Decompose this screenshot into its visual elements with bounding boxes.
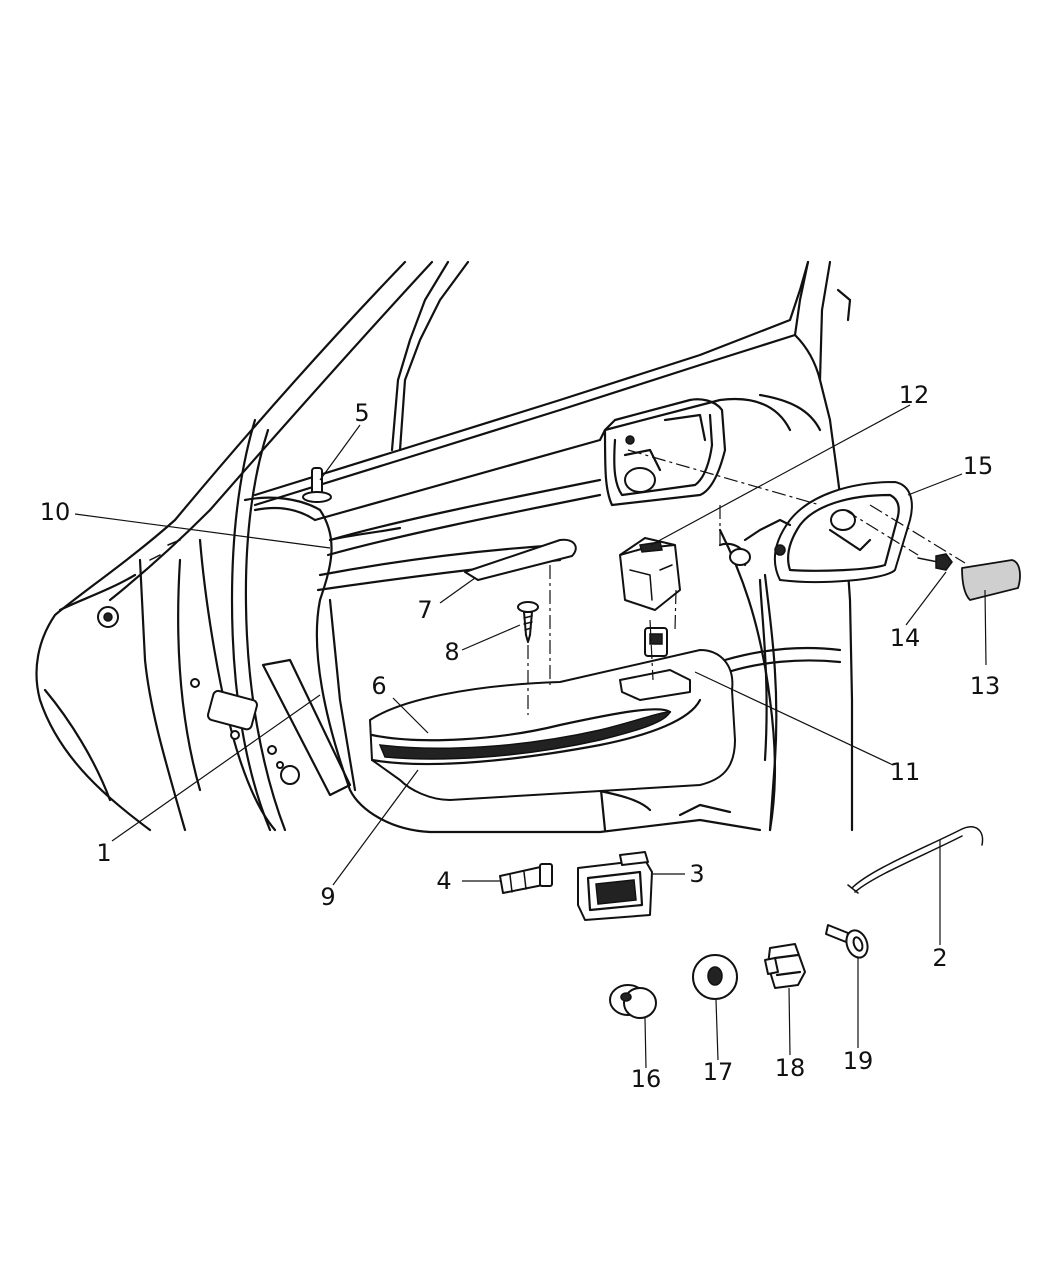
callout-3: 3 xyxy=(689,860,704,888)
callout-18: 18 xyxy=(775,1054,806,1082)
callout-6: 6 xyxy=(371,672,386,700)
armrest-part-6 xyxy=(369,649,736,801)
callout-5: 5 xyxy=(354,399,369,427)
push-pin-part-5 xyxy=(302,467,332,503)
plug-part-16 xyxy=(609,984,657,1019)
assembly-lines xyxy=(527,449,966,715)
pull-strap-part-10 xyxy=(328,526,402,542)
screw-part-8 xyxy=(517,601,539,643)
switch-part-12 xyxy=(619,537,681,657)
bolt-part-19 xyxy=(825,924,869,959)
callout-4: 4 xyxy=(436,867,451,895)
bezel-part-15 xyxy=(718,481,913,832)
grommet-part-17 xyxy=(692,954,738,1000)
wire-part-2 xyxy=(847,826,984,894)
callout-17: 17 xyxy=(703,1058,734,1086)
callout-14: 14 xyxy=(890,624,921,652)
callout-9: 9 xyxy=(320,883,335,911)
cover-plate-part-7 xyxy=(464,538,577,581)
lamp-part-3 xyxy=(577,851,653,921)
callout-15: 15 xyxy=(963,452,994,480)
callout-13: 13 xyxy=(970,672,1001,700)
callout-12: 12 xyxy=(899,381,930,409)
callout-10: 10 xyxy=(40,498,71,526)
callout-labels: 1 2 3 4 5 6 7 8 9 10 11 12 13 14 15 16 1… xyxy=(40,381,1001,1093)
retainer-part-18 xyxy=(764,943,806,989)
cap-part-13 xyxy=(961,559,1021,601)
door-body-frame xyxy=(35,260,470,832)
leader-lines xyxy=(74,404,987,1069)
clip-part-4 xyxy=(499,863,553,894)
handle-bezel-upper xyxy=(603,398,727,507)
callout-19: 19 xyxy=(843,1047,874,1075)
callout-16: 16 xyxy=(631,1065,662,1093)
door-trim-panel xyxy=(243,397,842,834)
callout-1: 1 xyxy=(96,839,111,867)
callout-2: 2 xyxy=(932,944,947,972)
callout-8: 8 xyxy=(444,638,459,666)
screw-part-14 xyxy=(917,553,953,571)
callout-7: 7 xyxy=(417,596,432,624)
callout-11: 11 xyxy=(890,758,921,786)
